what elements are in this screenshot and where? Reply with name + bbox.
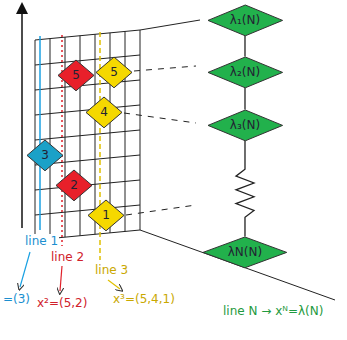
diamond-outline: [208, 5, 283, 36]
line-1-guide: [39, 36, 41, 230]
perspective-line: [140, 230, 335, 300]
grid: [35, 30, 140, 240]
dashed-guide: [134, 66, 196, 71]
line-2-guide: [61, 35, 63, 246]
perspective-line: [140, 20, 200, 30]
diamond-node: 2: [56, 170, 92, 201]
diamond-outline: [56, 170, 92, 201]
node-label: λ₃(N): [230, 118, 260, 132]
column-connector: [244, 87, 245, 109]
diamond-outline: [58, 60, 94, 91]
diamond-outline: [88, 200, 124, 231]
node-label: 5: [110, 65, 118, 79]
node-label: 1: [102, 208, 110, 222]
diamond-node: 4: [86, 97, 122, 128]
diamond-node: λN(N): [203, 237, 287, 268]
diamond-node: 5: [58, 60, 94, 91]
annotation-label: x³=(5,4,1): [112, 292, 176, 306]
pointer-arrow: [20, 252, 30, 287]
node-label: 3: [41, 148, 49, 162]
diamond-node: λ₂(N): [208, 57, 283, 88]
diamond-node: 1: [88, 200, 124, 231]
annotation-label: x²=(5,2): [36, 296, 88, 310]
node-label: 2: [70, 178, 78, 192]
axis-arrow: [21, 8, 23, 228]
annotation-label: line 2: [50, 250, 85, 264]
diamond-outline: [86, 97, 122, 128]
annotation-label: line N → xᴺ=λ(N): [222, 304, 324, 318]
diamond-node: 5: [96, 57, 132, 88]
diamond-outline: [96, 57, 132, 88]
column-connector: [244, 35, 245, 56]
diamond-outline: [208, 110, 283, 141]
annotation-label: line 3: [94, 263, 129, 277]
node-label: 5: [72, 68, 80, 82]
diamond-outline: [27, 140, 63, 171]
pointer-arrow: [60, 266, 62, 291]
annotation-label: =(3): [2, 292, 31, 306]
diamond-node: 3: [27, 140, 63, 171]
diamond-node: λ₃(N): [208, 110, 283, 141]
column-connector: [236, 140, 254, 236]
annotation-label: line 1: [24, 234, 59, 248]
node-label: λ₂(N): [230, 65, 260, 79]
pointer-arrow: [108, 280, 120, 289]
diamond-node: λ₁(N): [208, 5, 283, 36]
node-label: λN(N): [228, 245, 262, 259]
node-label: λ₁(N): [230, 13, 260, 27]
diamond-outline: [203, 237, 287, 268]
node-label: 4: [100, 105, 108, 119]
diamond-outline: [208, 57, 283, 88]
dashed-guide: [126, 205, 196, 215]
dashed-guide: [124, 113, 196, 123]
